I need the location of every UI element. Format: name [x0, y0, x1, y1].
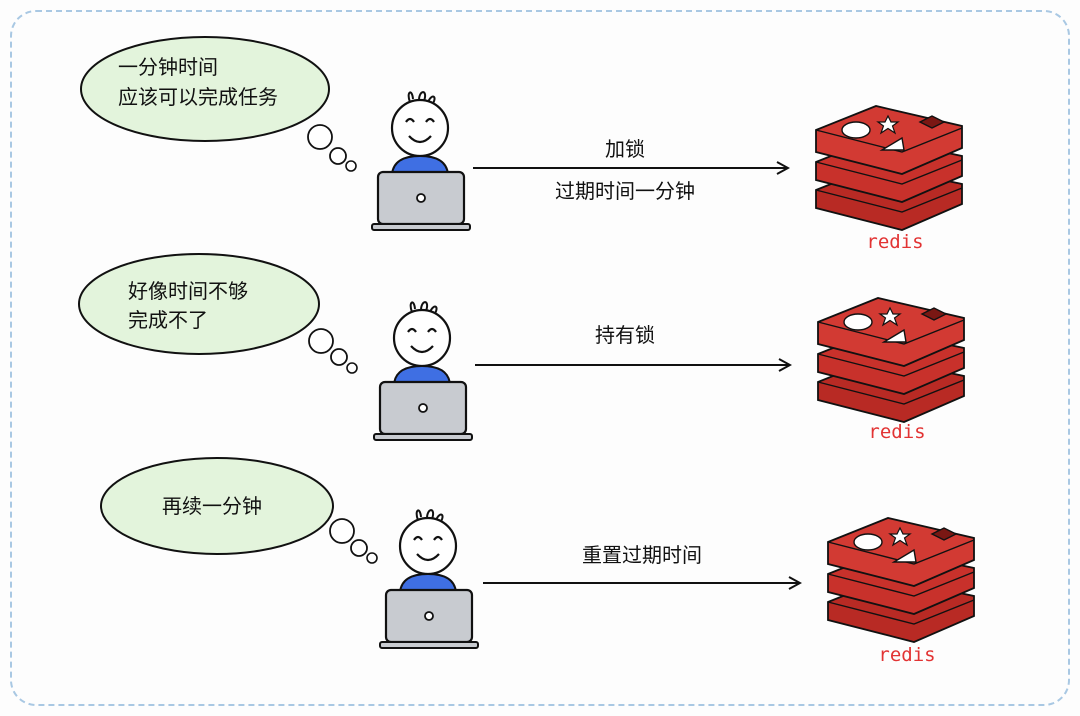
thought-line: 好像时间不够	[128, 279, 248, 303]
arrow-label: 过期时间一分钟	[555, 179, 695, 203]
row-1: 一分钟时间 应该可以完成任务 加锁 过期时间一分钟 redis	[80, 36, 963, 253]
redis-label: redis	[878, 644, 935, 666]
redis-icon	[817, 297, 965, 423]
thought-line: 应该可以完成任务	[118, 85, 278, 109]
redis-label: redis	[868, 421, 925, 443]
thought-bubble: 再续一分钟	[100, 457, 378, 564]
arrow-label: 重置过期时间	[582, 543, 702, 567]
row-3: 再续一分钟 重置过期时间 redis	[100, 457, 975, 666]
thought-bubble: 一分钟时间 应该可以完成任务	[80, 36, 357, 172]
person-laptop-icon	[370, 90, 472, 232]
thought-line: 完成不了	[128, 308, 208, 332]
thought-line: 一分钟时间	[118, 55, 218, 79]
redis-label: redis	[866, 231, 923, 253]
diagram-frame	[10, 10, 1070, 706]
thought-bubble: 好像时间不够 完成不了	[78, 253, 358, 374]
redis-icon	[827, 517, 975, 643]
row-2: 好像时间不够 完成不了 持有锁 redis	[78, 253, 965, 443]
arrow-label: 加锁	[605, 137, 645, 161]
thought-line: 再续一分钟	[162, 494, 262, 518]
arrow-label: 持有锁	[595, 323, 655, 347]
person-laptop-icon	[372, 300, 474, 442]
redis-icon	[815, 105, 963, 231]
person-laptop-icon	[378, 508, 480, 650]
